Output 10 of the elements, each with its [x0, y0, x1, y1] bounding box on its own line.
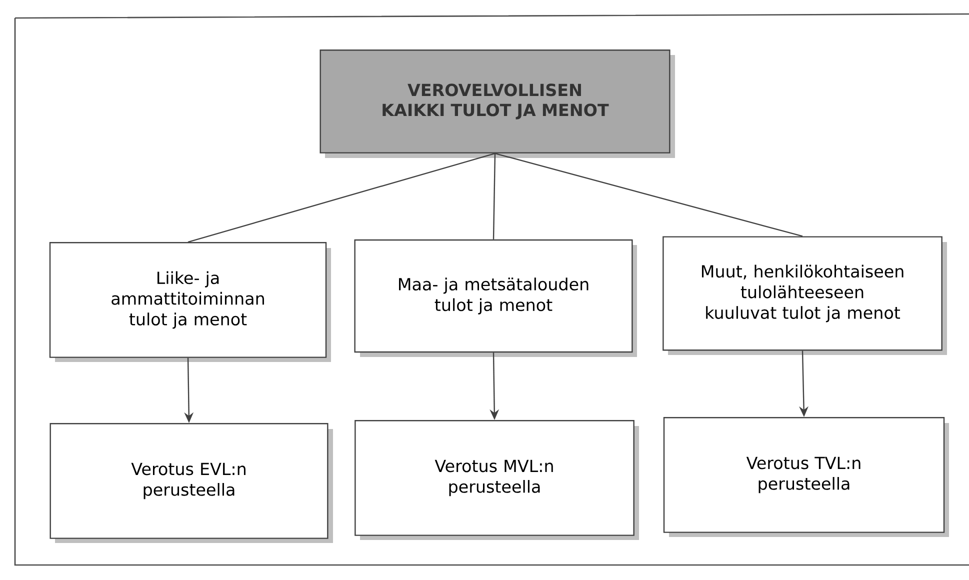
- connector: [492, 153, 496, 240]
- process-box: Liike- ja ammattitoiminnan tulot ja menot: [49, 242, 331, 362]
- process-box: Verotus TVL:n perusteella: [663, 417, 949, 537]
- process-box: Verotus EVL:n perusteella: [50, 423, 333, 543]
- title-box: VEROVELVOLLISEN KAIKKI TULOT JA MENOT: [320, 50, 675, 158]
- process-box: Muut, henkilökohtaiseen tulolähteeseen kuuluvat tulot ja menot: [662, 236, 947, 355]
- process-box: Verotus MVL:n perusteella: [354, 420, 639, 540]
- process-box: Maa- ja metsätalouden tulot ja menot: [354, 239, 637, 357]
- connector: [494, 152, 803, 237]
- connector: [188, 152, 496, 243]
